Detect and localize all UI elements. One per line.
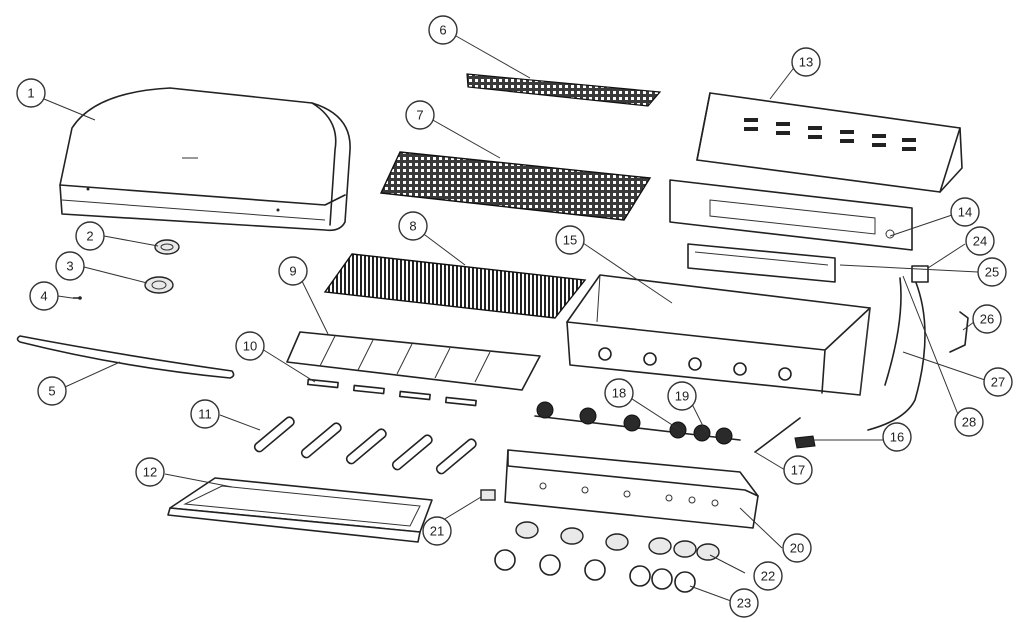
part-burners [253,416,477,475]
svg-text:17: 17 [791,463,805,478]
svg-text:4: 4 [40,289,47,304]
part-heat-shield [669,179,913,251]
callout-26: 26 [972,304,1002,334]
svg-text:13: 13 [799,55,813,70]
svg-text:23: 23 [737,596,751,611]
svg-text:25: 25 [985,265,999,280]
svg-text:5: 5 [48,384,55,399]
part-warming-rack [466,73,662,107]
callout-1: 1 [16,78,46,108]
callout-13: 13 [791,47,821,77]
callout-16: 16 [882,422,912,452]
callout-5: 5 [37,376,67,406]
callout-3: 3 [55,251,85,281]
svg-text:2: 2 [86,229,93,244]
part-knobs-row [494,549,696,593]
svg-text:16: 16 [890,430,904,445]
part-bezel-small [154,239,180,255]
part-bezels-row [515,521,720,561]
callout-6: 6 [428,15,458,45]
callout-21: 21 [422,516,452,546]
callout-4: 4 [29,281,59,311]
part-rear-burner [687,243,836,283]
callout-15: 15 [555,225,585,255]
callout-8: 8 [398,211,428,241]
part-firebox [566,274,871,396]
callout-14: 14 [950,197,980,227]
svg-text:3: 3 [66,259,73,274]
part-heat-plates [306,378,477,407]
svg-text:11: 11 [198,407,212,422]
part-flame-tamers [286,331,541,391]
callout-19: 19 [667,381,697,411]
svg-text:24: 24 [973,234,987,249]
callout-12: 12 [135,457,165,487]
svg-text:12: 12 [143,465,157,480]
svg-text:26: 26 [980,312,994,327]
part-briquette-tray [323,253,587,319]
callout-10: 10 [235,331,265,361]
callout-17: 17 [783,455,813,485]
svg-text:9: 9 [289,264,296,279]
svg-text:10: 10 [243,339,257,354]
part-grease-tray [167,477,433,543]
callouts: 1 2 3 4 5 6 7 8 9 10 11 12 13 14 15 16 1… [16,15,1013,618]
part-ignitor [754,417,816,453]
callout-7: 7 [405,100,435,130]
svg-text:22: 22 [761,569,775,584]
svg-text:27: 27 [991,375,1005,390]
svg-text:1: 1 [27,86,34,101]
svg-text:7: 7 [416,108,423,123]
part-rear-panel [696,92,963,193]
callout-25: 25 [977,257,1007,287]
leader-lines [43,35,986,602]
callout-2: 2 [75,221,105,251]
callout-18: 18 [604,378,634,408]
part-bracket [480,489,496,501]
part-bezel [144,276,174,294]
part-cooking-grid [379,151,652,221]
svg-text:6: 6 [439,23,446,38]
callout-11: 11 [190,399,220,429]
part-manifold [534,401,741,445]
callout-27: 27 [983,367,1013,397]
svg-text:18: 18 [612,386,626,401]
svg-text:28: 28 [962,415,976,430]
svg-text:19: 19 [675,389,689,404]
callout-9: 9 [278,256,308,286]
part-wires [867,265,969,431]
callout-24: 24 [965,226,995,256]
callout-22: 22 [753,561,783,591]
callout-23: 23 [729,588,759,618]
callout-28: 28 [954,407,984,437]
callout-20: 20 [782,533,812,563]
svg-text:21: 21 [430,524,444,539]
svg-text:20: 20 [790,541,804,556]
part-lid [59,87,351,232]
part-control-panel [504,449,759,529]
part-screw [72,296,82,300]
svg-text:14: 14 [958,205,972,220]
part-handle [16,335,235,379]
svg-text:15: 15 [563,233,577,248]
svg-text:8: 8 [409,219,416,234]
